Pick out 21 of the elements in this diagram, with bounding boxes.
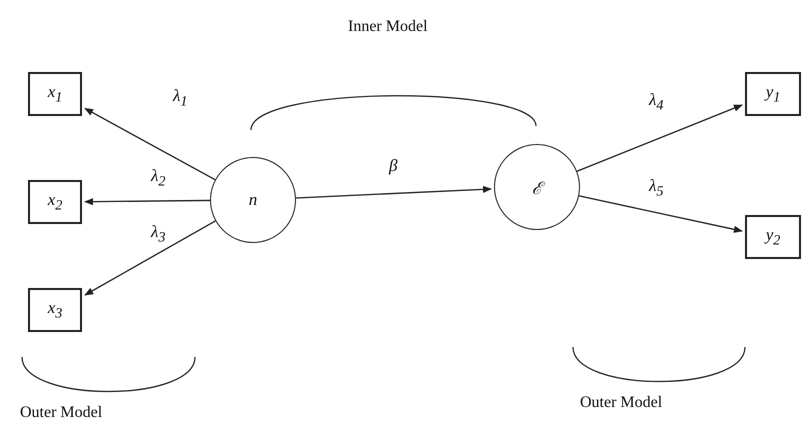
edge-label: β	[388, 156, 398, 176]
indicator-box	[28, 72, 82, 116]
arrow	[84, 220, 216, 296]
indicator-box	[28, 180, 82, 224]
variable-label: y$_{1}$	[766, 82, 780, 106]
variable-label: x$_{2}$	[48, 190, 62, 214]
model-label: Outer Model	[580, 394, 662, 412]
variable-label: n	[248, 190, 258, 210]
variable-label: x$_{1}$	[48, 82, 62, 106]
arrow	[84, 198, 210, 206]
model-label: Outer Model	[20, 404, 102, 422]
variable-label: x$_{3}$	[48, 298, 62, 322]
indicator-box	[745, 72, 801, 116]
indicator-box	[745, 215, 801, 259]
variable-label: y$_{2}$	[766, 224, 780, 250]
arrow	[578, 195, 743, 233]
model-label: Inner Model	[348, 18, 428, 36]
indicator-box	[28, 288, 82, 332]
arrow	[296, 186, 492, 199]
arrow	[576, 104, 743, 172]
arrow	[84, 108, 216, 180]
